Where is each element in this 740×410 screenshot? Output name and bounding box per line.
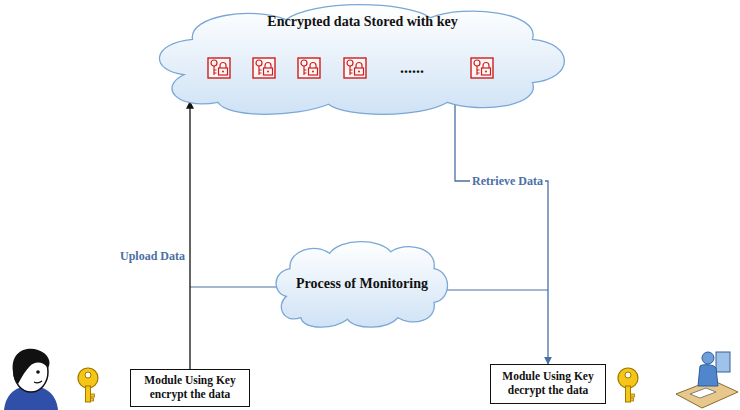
- edge-label: Upload Data: [118, 249, 187, 263]
- monitoring-cloud: Process of Monitoring: [272, 238, 452, 330]
- monitor-wire: [432, 289, 548, 290]
- node-label: Module Using Key decrypt the data: [495, 370, 601, 398]
- node-label: Module Using Key encrypt the data: [135, 374, 245, 402]
- node-label: Process of Monitoring: [296, 276, 428, 293]
- cloud-outline: [276, 242, 447, 328]
- user-icon: [4, 349, 58, 410]
- ellipsis-label: ......: [400, 58, 424, 77]
- user-at-desk-icon: [676, 352, 738, 408]
- edge-label: Retrieve Data: [470, 174, 545, 188]
- flow-arrow: [189, 101, 190, 369]
- encrypt-module-box: Module Using Key encrypt the data: [130, 369, 250, 407]
- flow-arrow: [455, 101, 548, 364]
- node-label: Encrypted data Stored with key: [150, 14, 575, 31]
- storage-cloud: Encrypted data Stored with key......: [150, 0, 575, 118]
- connector-layer: [190, 101, 548, 369]
- decrypt-module-box: Module Using Key decrypt the data: [490, 364, 606, 404]
- key-icon: [78, 368, 98, 402]
- key-icon: [618, 368, 638, 402]
